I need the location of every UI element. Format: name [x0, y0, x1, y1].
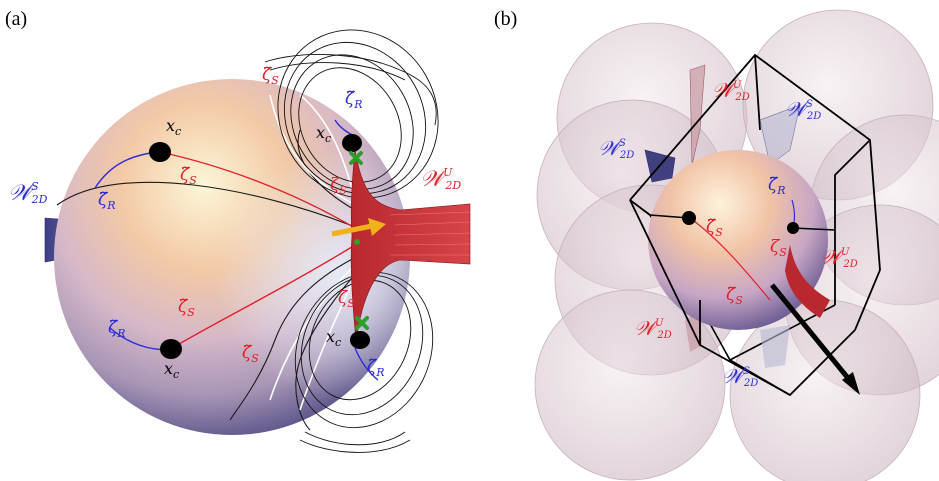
spoke-b1: [649, 214, 690, 219]
label-xc-a4: xc: [326, 327, 341, 349]
stable-sheet-b-top: [759, 104, 801, 166]
label-zeta-s-b2: ζS: [770, 237, 787, 259]
label-zeta-r-a3: ζ̃R: [345, 89, 363, 111]
white-curves-a: [269, 94, 359, 411]
cross-marker-lower: [355, 316, 369, 330]
label-zeta-r-a1: ζ̃R: [98, 190, 116, 212]
label-zeta-s-a2: ζ̃S: [178, 297, 195, 319]
label-zeta-s-b1: ζ̃S: [706, 217, 723, 239]
unstable-sheet-lines: [389, 211, 471, 256]
label-zeta-r-a2: ζ̃R: [108, 318, 126, 340]
sphere-b: [648, 150, 828, 330]
stable-sheet-b-bottom: [760, 325, 790, 368]
label-xc-a2: xc: [164, 359, 179, 381]
fixed-point-a4: [350, 331, 370, 349]
label-zeta-r-a4: ζ̃R: [367, 357, 385, 379]
flow-arrow-a: [331, 223, 373, 237]
label-zeta-s-a5: ζS: [330, 175, 347, 197]
unstable-sheet-b-center: [785, 245, 830, 318]
label-zeta-s-a6: ζS: [338, 288, 355, 310]
fixed-point-a1: [149, 142, 171, 162]
unstable-curve-b: [689, 217, 771, 301]
unit-cell-front-edges: [629, 53, 881, 397]
flow-arrowhead-b: [842, 372, 860, 395]
flow-arrow-b: [770, 283, 854, 385]
panel-b-label: (b): [494, 8, 517, 30]
cross-marker-upper: [349, 151, 363, 165]
unstable-sheet-b-top: [689, 64, 706, 166]
orbit-loops-upper: [264, 29, 439, 199]
flow-arrowhead-a: [368, 218, 386, 236]
panel-a-label: (a): [5, 8, 27, 30]
labels-a: xc xc xc xc ζ̃R ζ̃R ζ̃R ζ̃R ζ̃S ζ̃S ζ̃S …: [8, 65, 461, 381]
saddle-point-small: [354, 239, 360, 245]
fixed-point-a2: [160, 339, 182, 359]
label-zeta-s-a4: ζ̃S: [242, 343, 259, 365]
label-zeta-s-a3: ζ̃S: [262, 65, 279, 87]
fixed-point-a3: [342, 134, 362, 152]
label-zeta-s-a1: ζ̃S: [180, 165, 197, 187]
spoke-b2: [792, 227, 836, 231]
label-xc-a3: xc: [316, 123, 331, 145]
label-zeta-r-b: ζ̃R: [768, 175, 786, 197]
label-zeta-s-b3: ζ̃S: [726, 285, 743, 307]
orbit-loops-lower: [294, 271, 434, 453]
label-xc-a1: xc: [166, 116, 181, 138]
